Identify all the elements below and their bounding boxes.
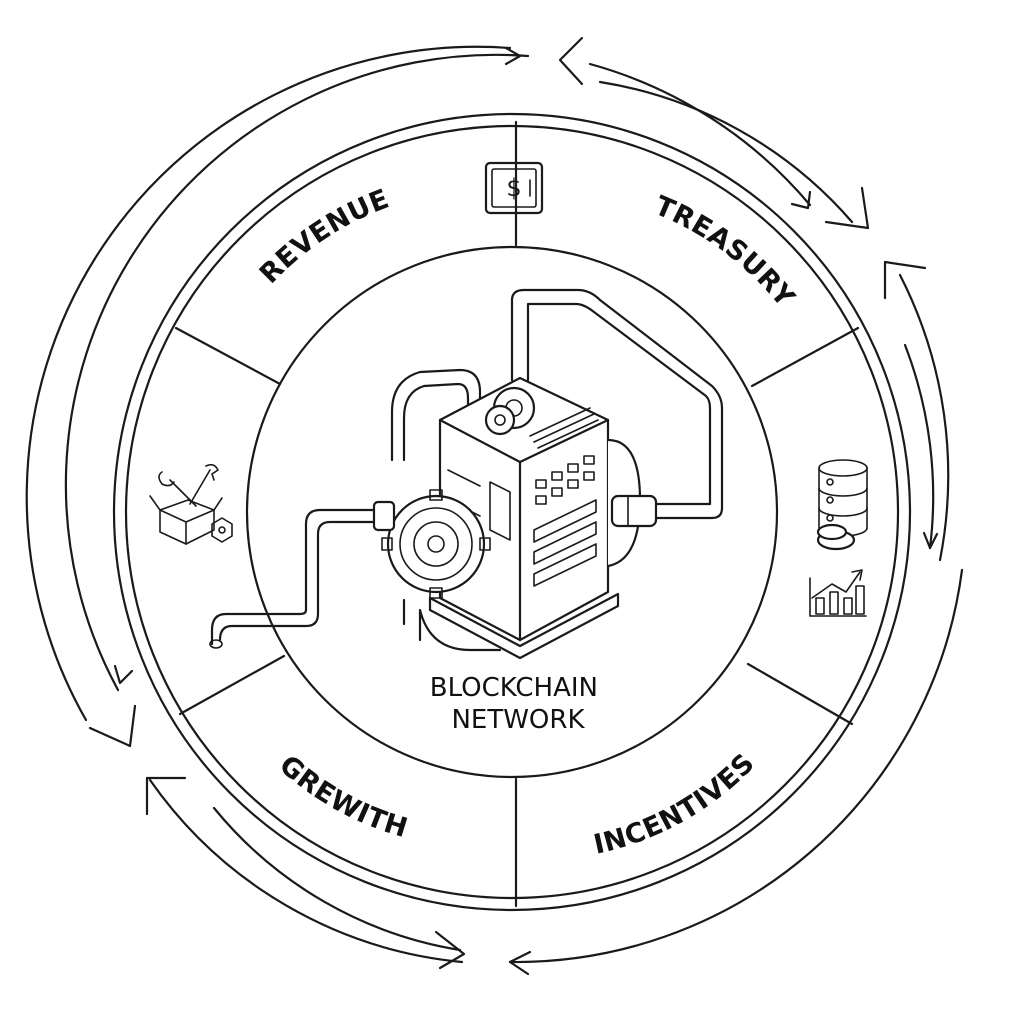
tools-box-icon (149, 463, 233, 545)
center-label-line-1: BLOCKCHAIN (430, 673, 598, 703)
segment-label-revenue: REVENUE (254, 183, 394, 289)
center-label: BLOCKCHAIN NETWORK (430, 673, 607, 735)
growth-chart-icon (809, 569, 867, 617)
ring-structure (112, 112, 912, 912)
segment-label-incentives: INCENTIVES (591, 748, 761, 861)
safe-icon: $ (484, 161, 544, 215)
machine-engine-icon (209, 288, 724, 660)
outer-flow-arrows (25, 36, 964, 976)
segment-label-treasury: TREASURY (650, 190, 800, 313)
center-label-line-2: NETWORK (451, 705, 585, 735)
svg-text:$: $ (506, 174, 521, 202)
coin-stack-icon (816, 459, 868, 551)
